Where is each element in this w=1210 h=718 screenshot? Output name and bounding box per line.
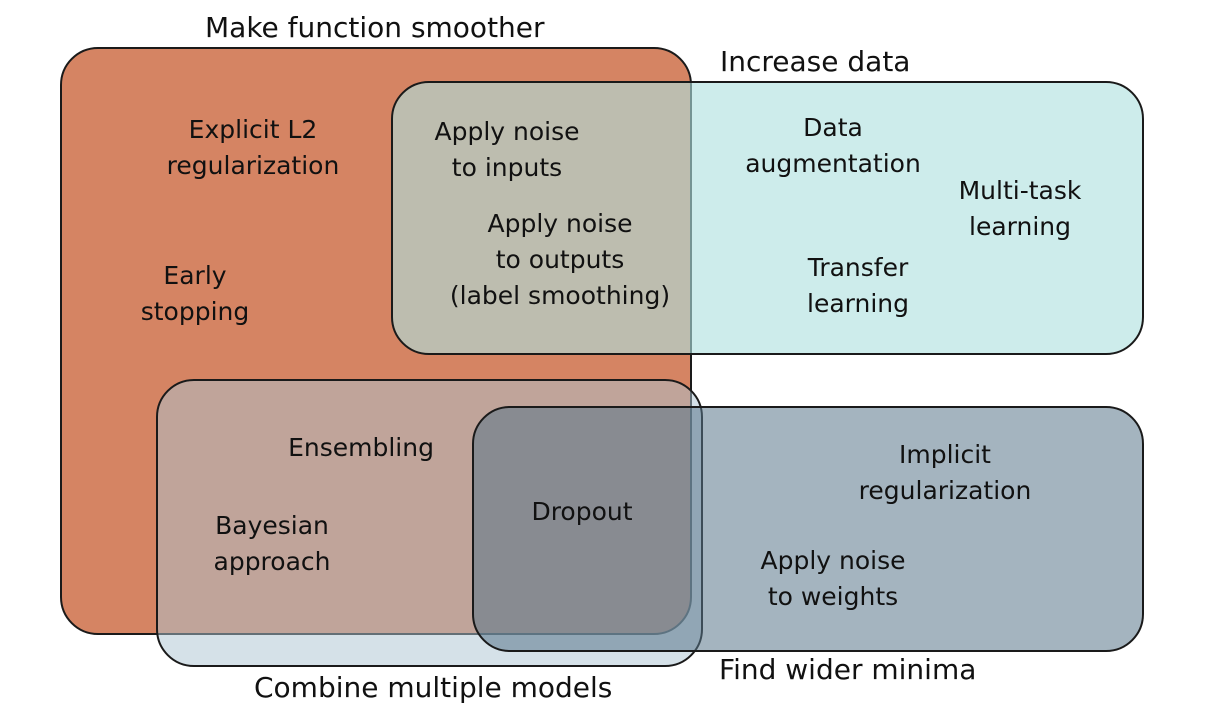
label-apply-noise-to-weights: Apply noise to weights: [760, 546, 906, 611]
title-combine-multiple-models: Combine multiple models: [254, 671, 613, 704]
title-increase-data: Increase data: [720, 45, 911, 78]
title-find-wider-minima: Find wider minima: [719, 653, 977, 686]
label-data-augmentation: Data augmentation: [745, 113, 921, 178]
title-make-function-smoother: Make function smoother: [205, 11, 545, 44]
region-increase-data: [391, 81, 1144, 355]
label-early-stopping: Early stopping: [140, 261, 250, 326]
label-multi-task-learning: Multi-task learning: [958, 176, 1082, 241]
label-explicit-l2-regularization: Explicit L2 regularization: [166, 115, 340, 180]
label-apply-noise-to-inputs: Apply noise to inputs: [434, 117, 580, 182]
label-dropout: Dropout: [531, 497, 633, 526]
label-ensembling: Ensembling: [288, 433, 434, 462]
label-implicit-regularization: Implicit regularization: [858, 440, 1032, 505]
label-bayesian-approach: Bayesian approach: [213, 511, 331, 576]
label-transfer-learning: Transfer learning: [807, 253, 909, 318]
region-find-wider-minima: [472, 406, 1144, 652]
label-apply-noise-to-outputs: Apply noise to outputs (label smoothing): [449, 209, 671, 310]
